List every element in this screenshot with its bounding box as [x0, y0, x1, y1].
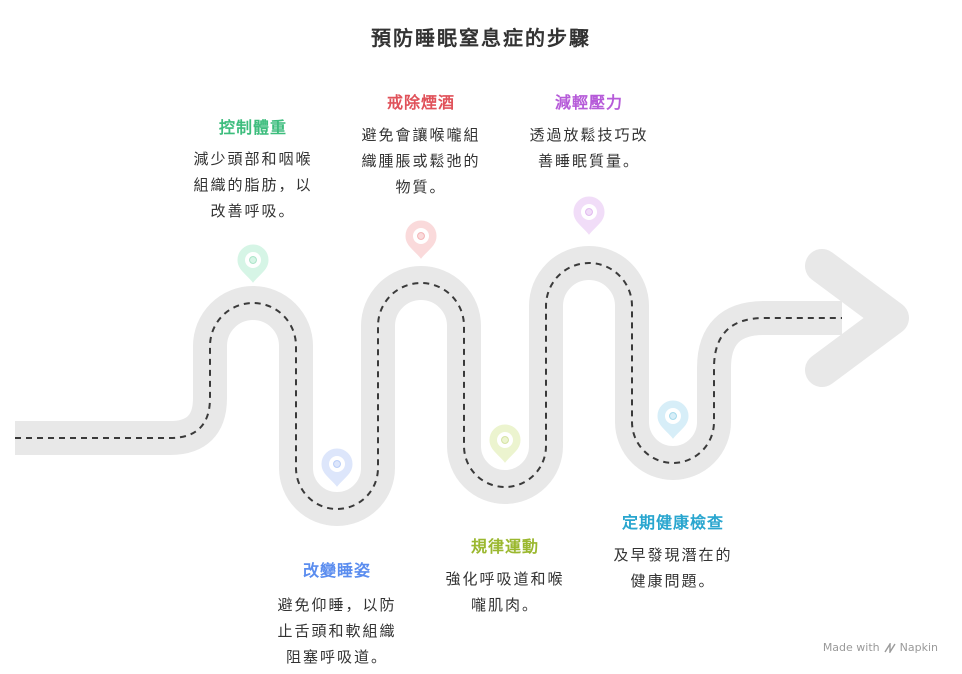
- step-description-line: 及早發現潛在的: [613, 546, 733, 564]
- location-pin-icon: [657, 400, 689, 439]
- step-description-line: 避免仰睡，以防: [277, 596, 397, 614]
- step-description-line: 強化呼吸道和喉: [445, 570, 565, 588]
- step-title: 定期健康檢查: [621, 513, 724, 532]
- step-description-line: 止舌頭和軟組織: [277, 622, 397, 640]
- step-description-line: 避免會讓喉嚨組: [361, 126, 481, 144]
- step-description-line: 阻塞呼吸道。: [285, 648, 388, 666]
- step-description-line: 改善呼吸。: [210, 202, 296, 220]
- diagram-title: 預防睡眠窒息症的步驟: [371, 26, 591, 50]
- step-description: 避免仰睡，以防止舌頭和軟組織阻塞呼吸道。: [247, 592, 427, 670]
- step-description-line: 嚨肌肉。: [470, 596, 539, 614]
- road-arrow-head: [805, 249, 909, 387]
- step-description-line: 織腫脹或鬆弛的: [361, 152, 481, 170]
- step-title: 戒除煙酒: [386, 93, 455, 112]
- napkin-brand-text: Napkin: [899, 641, 938, 654]
- step-description-line: 善睡眠質量。: [537, 152, 640, 170]
- step-title: 改變睡姿: [302, 561, 371, 580]
- step-description: 強化呼吸道和喉嚨肌肉。: [415, 566, 595, 618]
- step-description-line: 組織的脂肪，以: [193, 176, 313, 194]
- step-description-line: 透過放鬆技巧改: [529, 126, 649, 144]
- step-description: 透過放鬆技巧改善睡眠質量。: [499, 122, 679, 174]
- step-description: 減少頭部和咽喉組織的脂肪，以改善呼吸。: [163, 146, 343, 224]
- step-description: 及早發現潛在的健康問題。: [583, 542, 763, 594]
- location-pin-icon: [237, 244, 269, 283]
- napkin-logo-icon: [884, 642, 896, 653]
- step-title: 規律運動: [470, 537, 539, 556]
- step-title: 減輕壓力: [554, 93, 623, 112]
- made-with-text: Made with: [822, 641, 880, 654]
- step-description-line: 物質。: [395, 178, 447, 196]
- step-description-line: 減少頭部和咽喉: [193, 150, 313, 168]
- road: [15, 246, 842, 526]
- location-pin-icon: [321, 448, 353, 487]
- footer: Made with Napkin: [823, 641, 938, 654]
- location-pin-icon: [405, 220, 437, 259]
- step-title: 控制體重: [218, 118, 287, 137]
- step-description-line: 健康問題。: [630, 572, 716, 590]
- location-pin-icon: [573, 196, 605, 235]
- step-description: 避免會讓喉嚨組織腫脹或鬆弛的物質。: [331, 122, 511, 200]
- location-pin-icon: [489, 424, 521, 463]
